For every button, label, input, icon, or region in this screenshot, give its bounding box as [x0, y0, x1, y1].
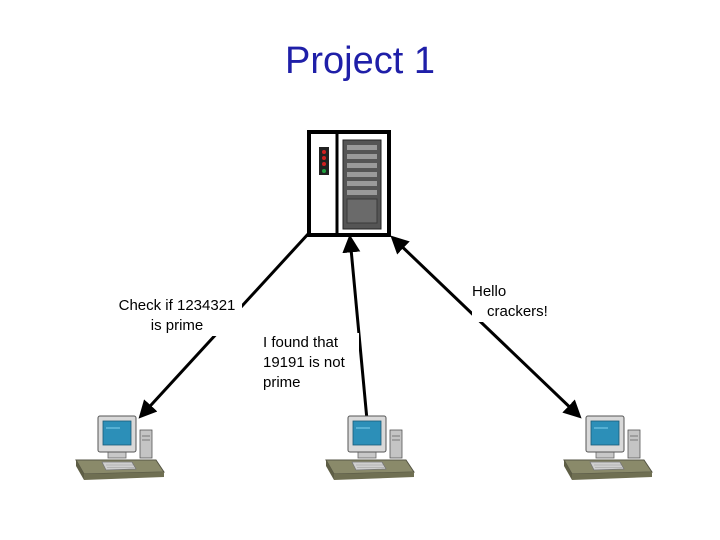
- arrow-server-right: [390, 235, 582, 419]
- server-icon: [307, 130, 391, 237]
- note-found-not-prime: I found that 19191 is not prime: [263, 333, 359, 393]
- arrow-middle-server: [342, 234, 369, 421]
- note-hello-line1: Hello: [472, 283, 507, 300]
- note-check-prime: Check if 1234321 is prime: [112, 296, 242, 336]
- note-hello-line2: crackers!: [487, 303, 548, 320]
- slide-title: Project 1: [285, 40, 435, 82]
- note-hello-crackers: Hello crackers!: [472, 282, 562, 322]
- computer-workstation-icon-right: [563, 415, 653, 481]
- computer-workstation-icon-left: [75, 415, 165, 481]
- computer-workstation-icon-middle: [325, 415, 415, 481]
